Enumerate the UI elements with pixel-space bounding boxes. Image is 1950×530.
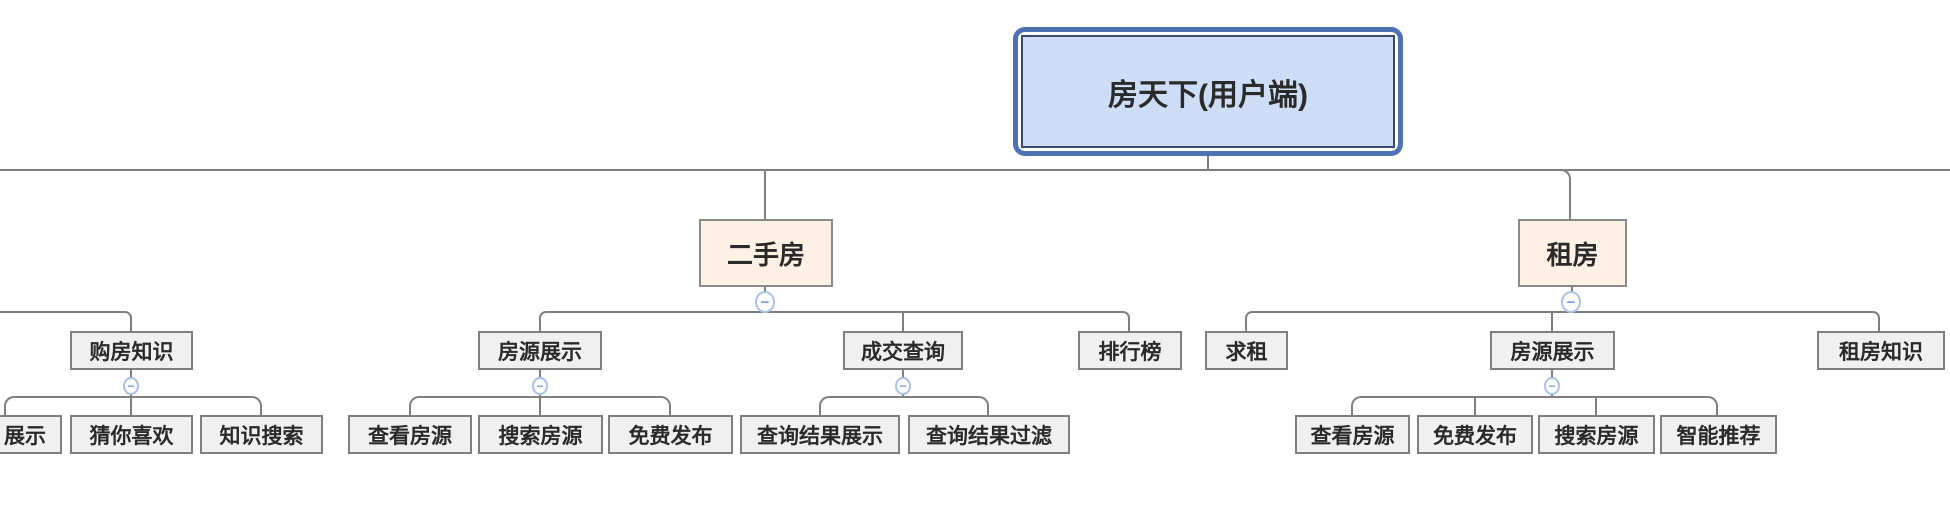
connector-line	[539, 320, 541, 331]
connector-corner	[1120, 311, 1130, 321]
minus-glyph: −	[1566, 293, 1576, 311]
collapse-icon[interactable]: −	[895, 377, 911, 395]
connector-corner	[250, 396, 262, 408]
connector-line	[669, 407, 671, 415]
connector-line	[1716, 407, 1718, 415]
connector-line	[987, 407, 989, 415]
node-zufang[interactable]: 租房	[1518, 219, 1627, 287]
node-cai-ni-xihuan[interactable]: 猜你喜欢	[70, 415, 193, 454]
node-fangyuan-zhanshi-left[interactable]: 房源展示	[478, 331, 602, 370]
connector-line	[1551, 313, 1553, 331]
node-mianfei-fabu-left[interactable]: 免费发布	[608, 415, 733, 454]
minus-glyph: −	[899, 379, 907, 393]
node-chaxun-jieguo-guolv[interactable]: 查询结果过滤	[908, 415, 1070, 454]
connector-corner	[122, 311, 132, 321]
minus-glyph: −	[536, 379, 544, 393]
node-zhanshi-clipped[interactable]: 展示	[0, 415, 62, 454]
connector-line	[1595, 398, 1597, 415]
minus-glyph: −	[760, 293, 770, 311]
node-sousuo-fangyuan-left[interactable]: 搜索房源	[478, 415, 603, 454]
connector-line	[420, 396, 660, 398]
connector-corner	[1351, 396, 1363, 408]
node-fangyuan-zhanshi-right[interactable]: 房源展示	[1490, 331, 1615, 370]
connector-line	[548, 311, 1121, 313]
connector-line	[4, 407, 6, 415]
node-chaxun-jieguo-zhanshi[interactable]: 查询结果展示	[740, 415, 900, 454]
connector-corner	[409, 396, 421, 408]
connector-corner	[1245, 311, 1255, 321]
node-ershoufang[interactable]: 二手房	[699, 219, 833, 287]
node-chengjiao-chaxun[interactable]: 成交查询	[843, 331, 963, 370]
connector-line	[0, 311, 122, 313]
connector-line	[1474, 398, 1476, 415]
node-goufang-zhishi[interactable]: 购房知识	[70, 331, 193, 370]
minus-glyph: −	[1548, 379, 1556, 393]
node-zhineng-tuijian[interactable]: 智能推荐	[1660, 415, 1777, 454]
connector-line	[1569, 180, 1571, 219]
connector-line	[539, 398, 541, 415]
collapse-icon[interactable]: −	[123, 377, 139, 395]
node-paihangbang[interactable]: 排行榜	[1078, 331, 1182, 370]
node-sousuo-fangyuan-right[interactable]: 搜索房源	[1538, 415, 1655, 454]
connector-line	[409, 407, 411, 415]
collapse-icon[interactable]: −	[1544, 377, 1560, 395]
connector-corner	[1870, 311, 1880, 321]
connector-line	[1245, 320, 1247, 331]
node-chakan-fangyuan-right[interactable]: 查看房源	[1295, 415, 1410, 454]
connector-line	[1878, 320, 1880, 331]
connector-line	[130, 398, 132, 415]
node-chakan-fangyuan-left[interactable]: 查看房源	[348, 415, 472, 454]
connector-line	[1362, 396, 1707, 398]
connector-line	[902, 313, 904, 331]
connector-line	[130, 320, 132, 331]
connector-corner	[977, 396, 989, 408]
node-zhishi-sousuo[interactable]: 知识搜索	[200, 415, 323, 454]
connector-line	[1207, 155, 1209, 171]
connector-corner	[539, 311, 549, 321]
collapse-icon[interactable]: −	[532, 377, 548, 395]
connector-line	[830, 396, 978, 398]
connector-line	[1128, 320, 1130, 331]
node-mianfei-fabu-right[interactable]: 免费发布	[1417, 415, 1533, 454]
collapse-icon[interactable]: −	[755, 291, 775, 313]
node-zufang-zhishi[interactable]: 租房知识	[1817, 331, 1945, 370]
connector-line	[764, 170, 766, 219]
connector-line	[1351, 407, 1353, 415]
connector-corner	[4, 396, 16, 408]
connector-corner	[819, 396, 831, 408]
connector-corner	[1559, 169, 1571, 181]
minus-glyph: −	[127, 379, 135, 393]
collapse-icon[interactable]: −	[1561, 291, 1581, 313]
connector-line	[260, 407, 262, 415]
node-fangtianxia-root[interactable]: 房天下(用户端)	[1013, 27, 1403, 156]
connector-line	[15, 396, 251, 398]
connector-corner	[1706, 396, 1718, 408]
connector-line	[819, 407, 821, 415]
node-qiuzu[interactable]: 求租	[1205, 331, 1288, 370]
root-label: 房天下(用户端)	[1021, 35, 1395, 148]
connector-corner	[659, 396, 671, 408]
connector-line	[0, 169, 1950, 171]
connector-line	[1254, 311, 1872, 313]
